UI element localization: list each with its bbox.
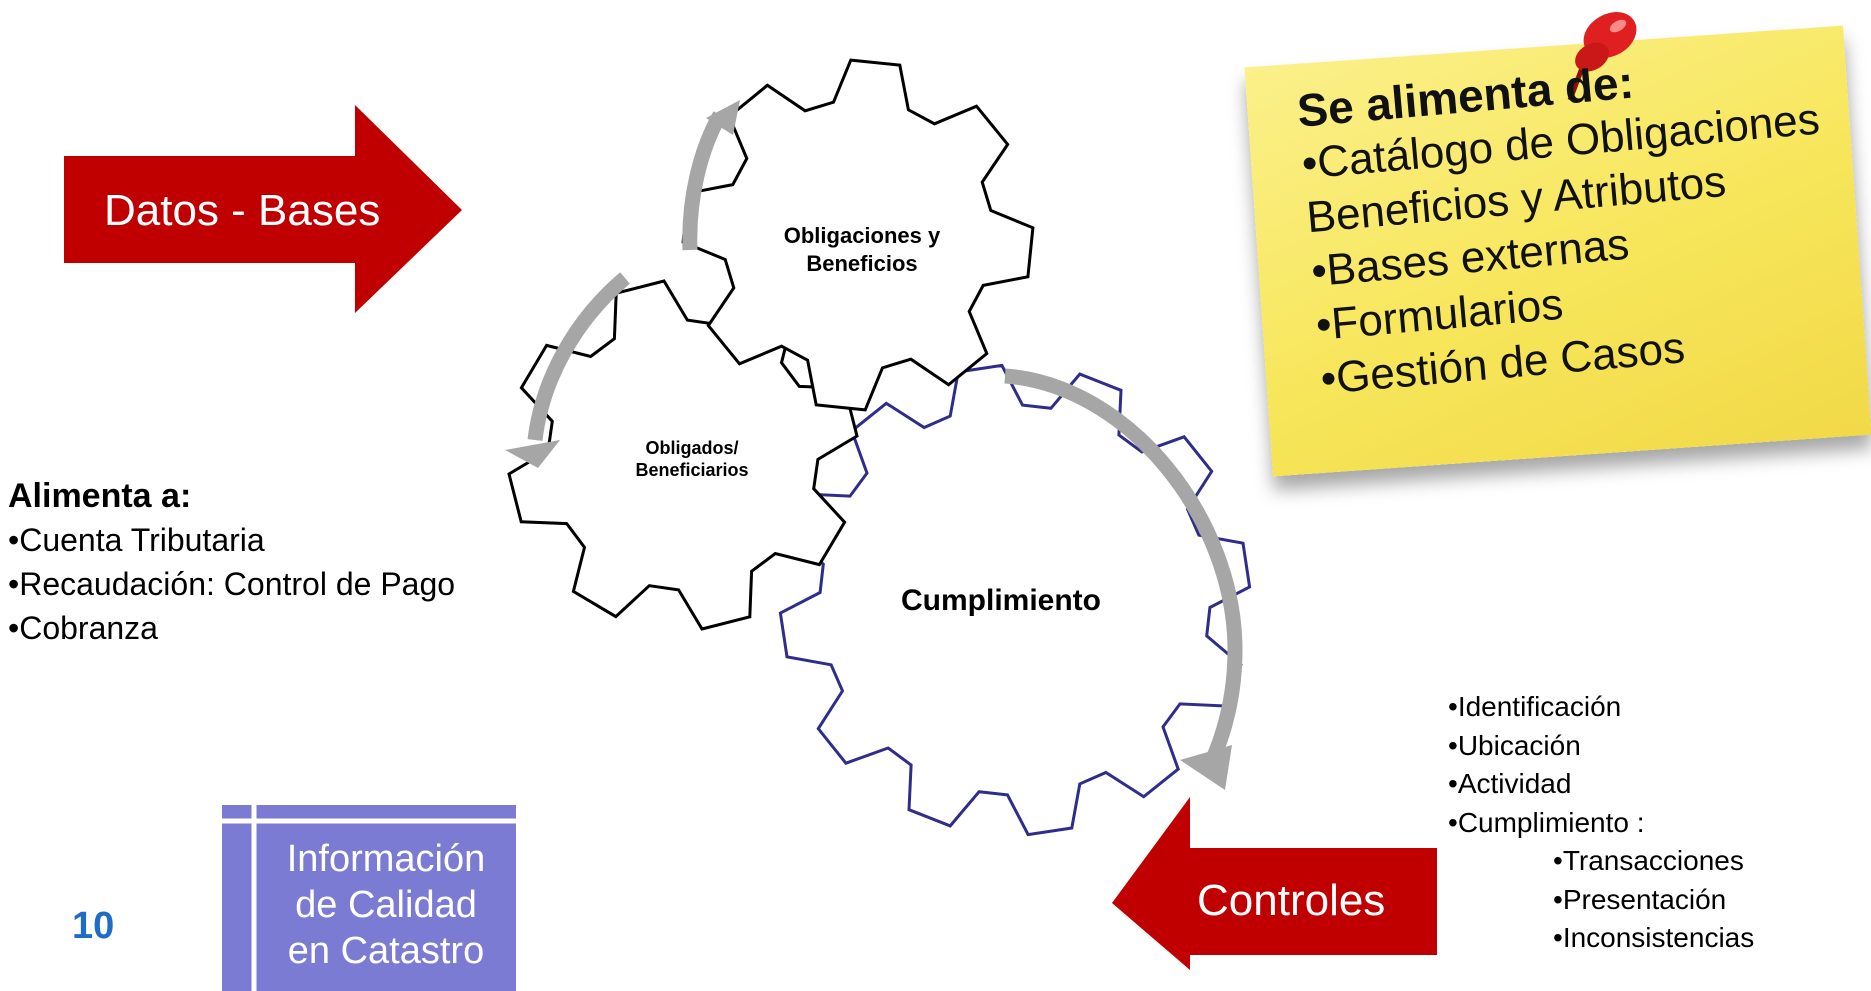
controles-label: Controles (1197, 876, 1386, 925)
cycle-arrow-head-icon (706, 100, 740, 135)
controles-sub-item: Transacciones (1448, 842, 1754, 881)
info-box-line: de Calidad (295, 884, 477, 926)
cycle-arrow-icon (1004, 368, 1243, 769)
gear-label-cumplimiento: Cumplimiento (901, 584, 1101, 617)
gear-label-obligaciones: Obligaciones y Beneficios (783, 223, 941, 276)
push-pin-overlay (1567, 12, 1637, 101)
info-box (222, 805, 516, 991)
controles-item: Ubicación (1448, 727, 1754, 766)
controles-item: Identificación (1448, 688, 1754, 727)
alimenta-heading: Alimenta a: (8, 477, 192, 515)
alimenta-item: Cobranza (8, 606, 455, 650)
right-arrow-icon (64, 105, 462, 313)
cycle-arrow-head-icon (505, 440, 560, 468)
controles-item: Actividad (1448, 765, 1754, 804)
obligaciones-gear-icon (681, 58, 1035, 412)
info-box-line: en Catastro (287, 930, 485, 972)
controles-list: Identificación Ubicación Actividad Cumpl… (1448, 688, 1754, 958)
info-box-text: Información de Calidad en Catastro (255, 836, 517, 974)
cumplimiento-gear-icon (778, 363, 1252, 837)
controles-item: Cumplimiento : (1448, 804, 1754, 843)
alimenta-item: Recaudación: Control de Pago (8, 562, 455, 606)
cycle-arrow-icon (682, 111, 727, 251)
page-number: 10 (72, 905, 115, 947)
sticky-note-text: Se alimenta de: Catálogo de Obligaciones… (1295, 35, 1871, 407)
cycle-arrow-icon (527, 272, 630, 441)
datos-bases-label: Datos - Bases (104, 186, 381, 235)
info-box-line: Información (286, 838, 486, 880)
cycle-arrow-head-icon (1180, 745, 1232, 790)
obligados-gear-icon (507, 279, 859, 631)
controles-sub-item: Inconsistencias (1448, 919, 1754, 958)
controles-sub-item: Presentación (1448, 881, 1754, 920)
gear-label-obligados: Obligados/ Beneficiarios (635, 438, 749, 480)
alimenta-item: Cuenta Tributaria (8, 518, 455, 562)
info-box-top-strip (222, 805, 516, 821)
left-arrow-icon (1112, 797, 1437, 970)
alimenta-list: Alimenta a: Cuenta Tributaria Recaudació… (8, 474, 455, 650)
